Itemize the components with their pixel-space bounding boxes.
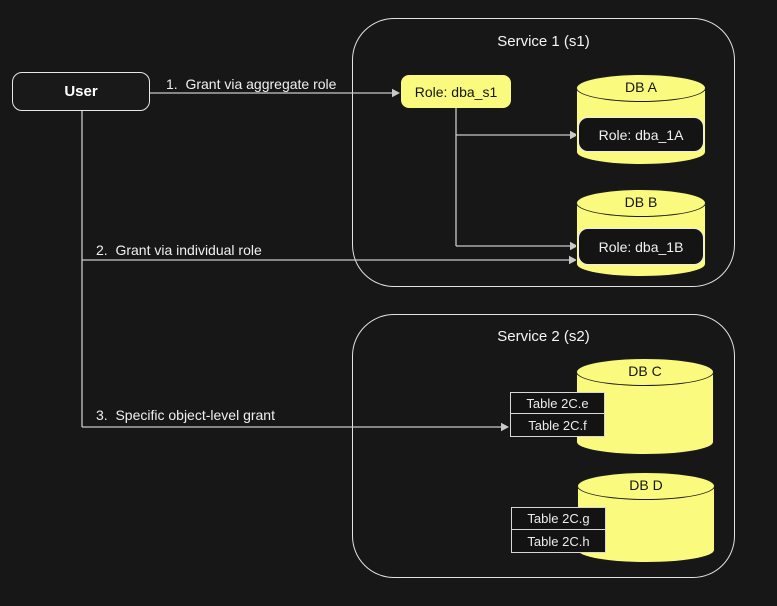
db-b-role-node: Role: dba_1B xyxy=(578,228,704,265)
edge-grant1-arrowhead xyxy=(392,88,400,98)
aggregate-role-node: Role: dba_s1 xyxy=(401,75,511,108)
table-2ce-node: Table 2C.e xyxy=(510,392,605,414)
table-2cg-node: Table 2C.g xyxy=(511,507,606,530)
db-d-cylinder-top xyxy=(577,472,715,500)
edge-grant3-label: 3. Specific object-level grant xyxy=(96,407,275,423)
service1-title: Service 1 (s1) xyxy=(497,33,590,50)
table-2cg-label: Table 2C.g xyxy=(527,511,590,526)
db-a-label: DB A xyxy=(625,79,657,95)
db-a-role-label: Role: dba_1A xyxy=(598,126,684,143)
service1-container xyxy=(352,18,735,287)
edge-grant1-label: 1. Grant via aggregate role xyxy=(166,76,337,92)
table-2ch-node: Table 2C.h xyxy=(511,529,606,553)
db-b-role-label: Role: dba_1B xyxy=(598,238,684,255)
edge-grant3-arrowhead xyxy=(501,422,509,432)
edge-dba-s1-to-dba-1a-arrowhead xyxy=(570,130,578,140)
db-c-cylinder: DB C xyxy=(576,358,714,455)
db-a-role-node: Role: dba_1A xyxy=(578,117,704,152)
table-2ce-label: Table 2C.e xyxy=(526,395,589,411)
db-b-cylinder-top xyxy=(576,189,706,217)
table-2cf-label: Table 2C.f xyxy=(528,417,587,433)
db-c-label: DB C xyxy=(628,363,662,379)
edge-grant2-arrowhead xyxy=(569,255,577,265)
edge-dba-s1-to-dba-1b-arrowhead xyxy=(570,241,578,251)
aggregate-role-label: Role: dba_s1 xyxy=(414,83,498,100)
user-node: User xyxy=(12,72,150,111)
service2-container xyxy=(352,314,735,578)
db-a-cylinder-top xyxy=(576,74,706,102)
db-d-label: DB D xyxy=(629,477,663,493)
edge-grant2-label: 2. Grant via individual role xyxy=(96,242,262,258)
table-2cf-node: Table 2C.f xyxy=(510,413,605,437)
service2-title: Service 2 (s2) xyxy=(497,328,590,345)
db-b-label: DB B xyxy=(624,194,658,210)
db-c-cylinder-top xyxy=(576,358,714,386)
table-2ch-label: Table 2C.h xyxy=(527,533,590,549)
user-node-label: User xyxy=(64,83,98,100)
